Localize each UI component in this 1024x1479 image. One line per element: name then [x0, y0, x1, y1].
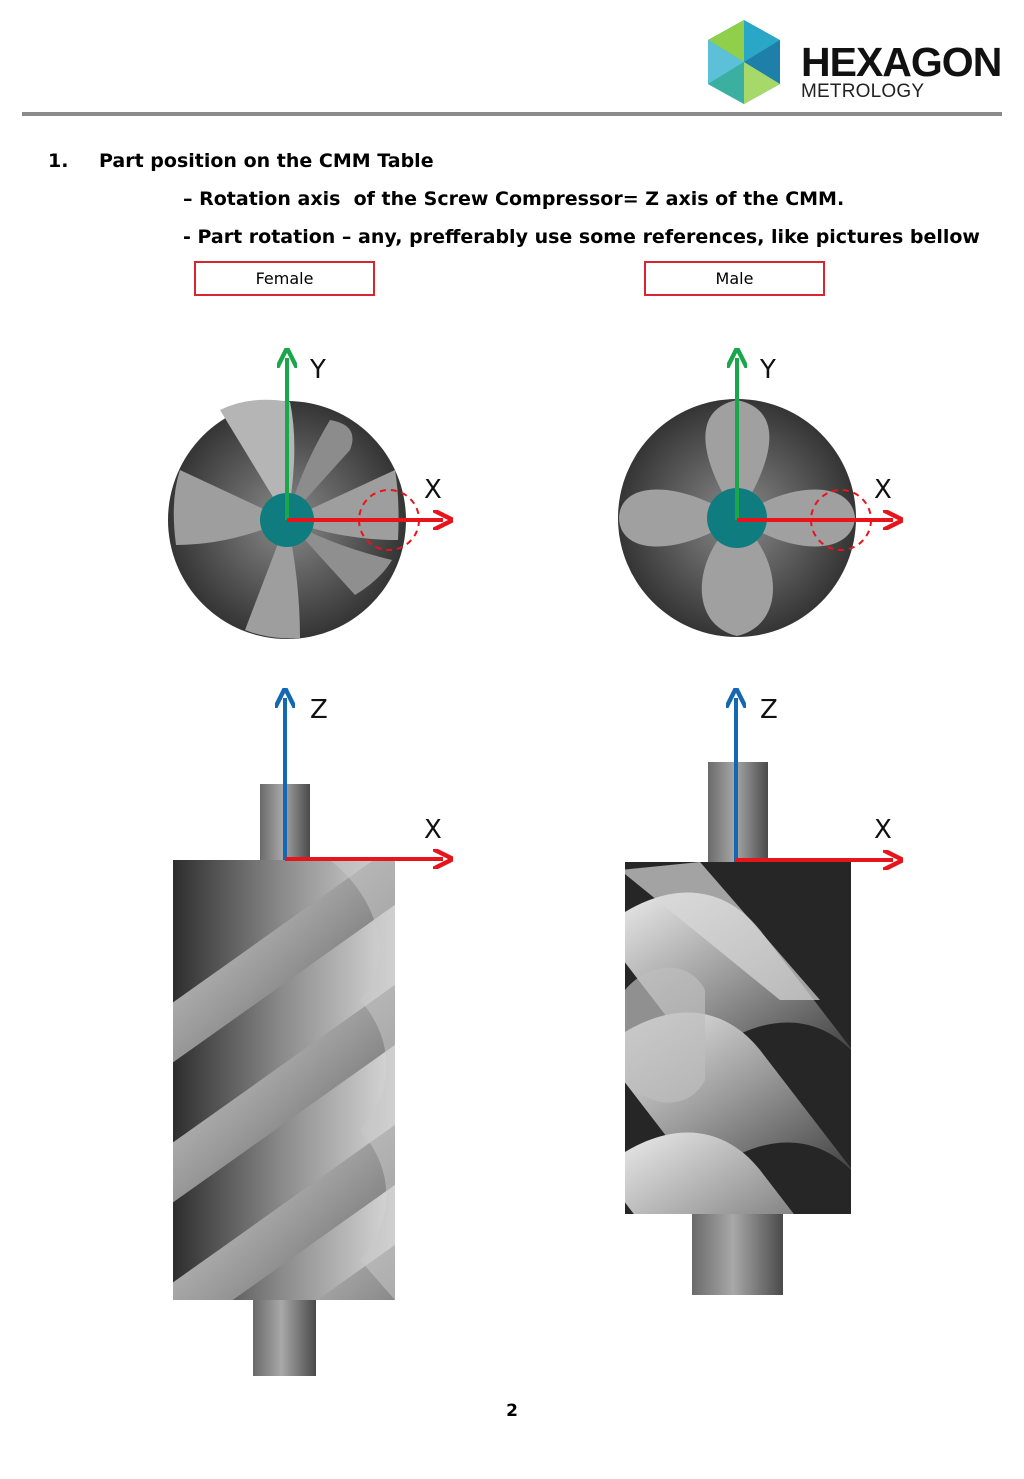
section-title: Part position on the CMM Table [99, 150, 434, 172]
hexagon-logo-icon [708, 20, 780, 104]
female-label-box: Female [194, 261, 375, 296]
male-x-label-top: X [874, 475, 892, 505]
male-label: Male [715, 269, 754, 288]
hexagon-logo: HEXAGON METROLOGY [704, 18, 1002, 108]
male-label-box: Male [644, 261, 825, 296]
bullet-rotation-axis: – Rotation axis of the Screw Compressor=… [183, 188, 845, 210]
page-number: 2 [506, 1401, 518, 1421]
female-z-label: Z [310, 695, 328, 725]
male-y-label: Y [759, 355, 776, 385]
female-side-view [173, 784, 395, 1376]
brand-name: HEXAGON [801, 39, 1002, 85]
section-number: 1. [48, 150, 69, 172]
male-x-label-side: X [874, 815, 892, 845]
male-z-label: Z [760, 695, 778, 725]
female-x-label-side: X [424, 815, 442, 845]
female-y-label: Y [309, 355, 326, 385]
header-rule [22, 112, 1002, 116]
bullet-part-rotation: - Part rotation – any, prefferably use s… [183, 226, 980, 248]
male-side-view [625, 762, 851, 1295]
brand-sub: METROLOGY [801, 81, 925, 102]
female-x-label-top: X [424, 475, 442, 505]
female-label: Female [255, 269, 314, 288]
